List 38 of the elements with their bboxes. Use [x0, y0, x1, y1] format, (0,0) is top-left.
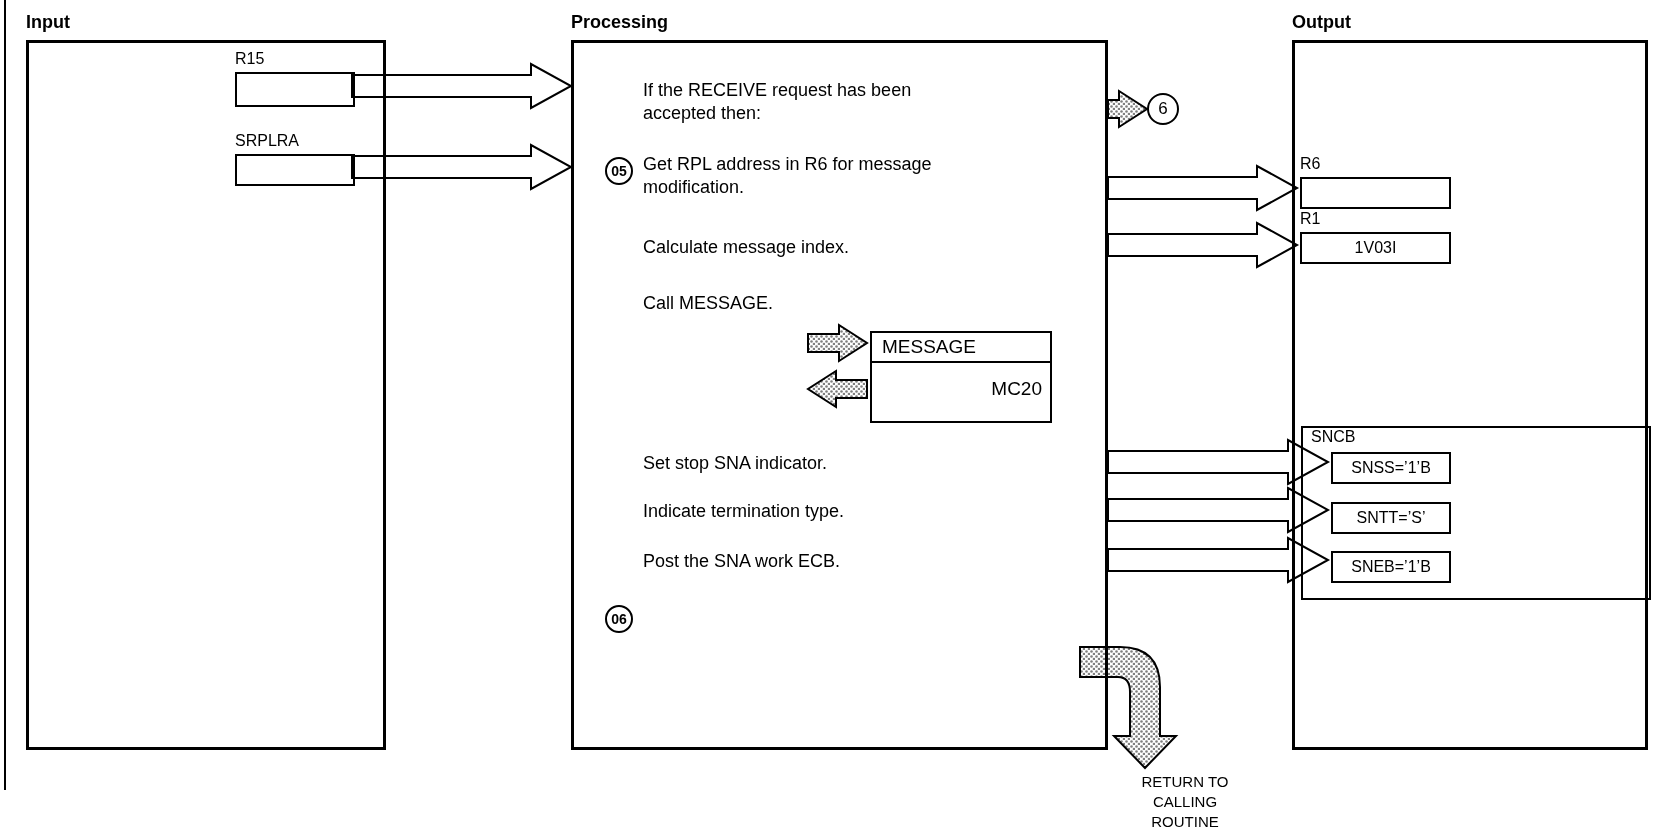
field-box: SNEB=’1’B: [1331, 551, 1451, 583]
module-code: MC20: [990, 377, 1043, 401]
return-arrow: [1079, 646, 1177, 769]
block-arrow: [1107, 486, 1331, 534]
block-arrow: [1107, 536, 1331, 584]
module-name: MESSAGE: [872, 333, 1050, 363]
block-arrow: [1107, 438, 1331, 486]
record-label: SNCB: [1311, 428, 1356, 446]
block-arrow: [1107, 221, 1300, 269]
control-arrow: [1107, 89, 1149, 129]
step-text: Call MESSAGE.: [643, 292, 983, 318]
panel-heading: Input: [26, 12, 70, 33]
panel-heading: Output: [1292, 12, 1351, 33]
field-box: SNSS=’1’B: [1331, 452, 1451, 484]
return-label: RETURN TO CALLING ROUTINE: [1120, 772, 1250, 834]
step-text: Set stop SNA indicator.: [643, 452, 983, 478]
register-label: R1: [1300, 210, 1321, 228]
register-box: 1V03I: [1300, 232, 1451, 264]
register-label: SRPLRA: [235, 132, 300, 150]
step-number: 06: [605, 605, 633, 633]
block-arrow: [351, 143, 574, 191]
connector-circle: 6: [1147, 93, 1179, 125]
step-text: Get RPL address in R6 for message modification.: [643, 153, 983, 201]
register-label: R15: [235, 50, 265, 68]
control-arrow: [806, 369, 868, 409]
step-number: 05: [605, 157, 633, 185]
panel-heading: Processing: [571, 12, 669, 33]
step-text: If the RECEIVE request has been accepted then:: [643, 79, 983, 127]
step-text: Post the SNA work ECB.: [643, 550, 983, 576]
block-arrow: [1107, 164, 1300, 212]
field-box: SNTT=’S’: [1331, 502, 1451, 534]
step-text: Indicate termination type.: [643, 500, 983, 526]
step-text: Calculate message index.: [643, 236, 983, 262]
register-label: R6: [1300, 155, 1321, 173]
control-arrow: [807, 323, 869, 363]
record-box: [1301, 426, 1651, 600]
module-box: [870, 331, 1052, 423]
block-arrow: [351, 62, 574, 110]
